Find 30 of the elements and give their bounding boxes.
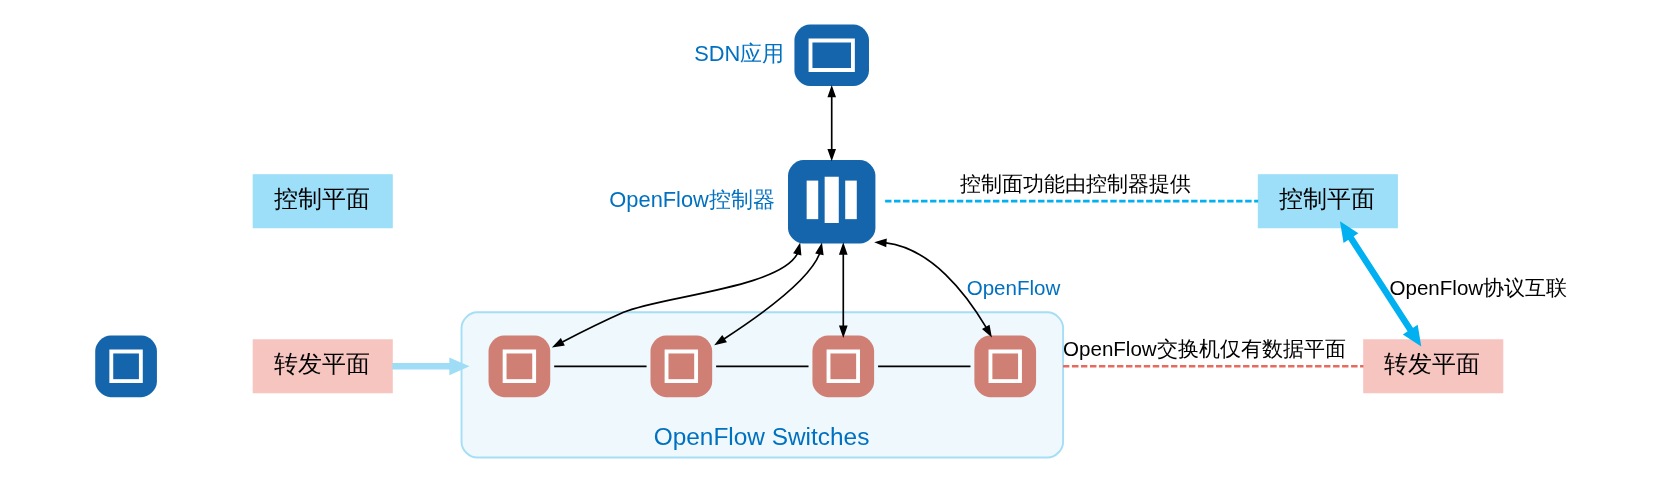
node-picture xyxy=(812,334,875,397)
arrow xyxy=(551,241,802,347)
connector xyxy=(877,365,972,367)
node-label: SDN应用 xyxy=(694,40,785,66)
edge-label: OpenFlow xyxy=(966,275,1061,299)
node-picture xyxy=(794,23,869,86)
arrow xyxy=(838,241,848,338)
node-box: 控制平面 xyxy=(1257,173,1398,228)
node-picture xyxy=(95,334,157,397)
edge-label: OpenFlow协议互联 xyxy=(1389,275,1568,299)
node-box: 转发平面 xyxy=(1363,338,1504,393)
node-box: 转发平面 xyxy=(252,338,393,393)
edge-label: 控制面功能由控制器提供 xyxy=(959,171,1191,195)
node-picture xyxy=(974,334,1037,397)
cluster: OpenFlow Switches xyxy=(460,310,1065,459)
node-picture xyxy=(650,334,713,397)
connector xyxy=(885,199,1259,202)
node-picture xyxy=(488,334,551,397)
connector xyxy=(715,365,810,367)
node-picture xyxy=(788,159,876,244)
arrow xyxy=(392,356,470,375)
edge-label: OpenFlow交换机仅有数据平面 xyxy=(1063,336,1346,360)
connector xyxy=(553,365,648,367)
arrow xyxy=(874,238,992,337)
connector xyxy=(1063,364,1364,368)
node-box: 控制平面 xyxy=(252,173,393,228)
arrow xyxy=(1339,220,1422,347)
arrow xyxy=(714,241,824,345)
node-label: OpenFlow控制器 xyxy=(609,186,775,212)
arrow xyxy=(827,84,837,161)
